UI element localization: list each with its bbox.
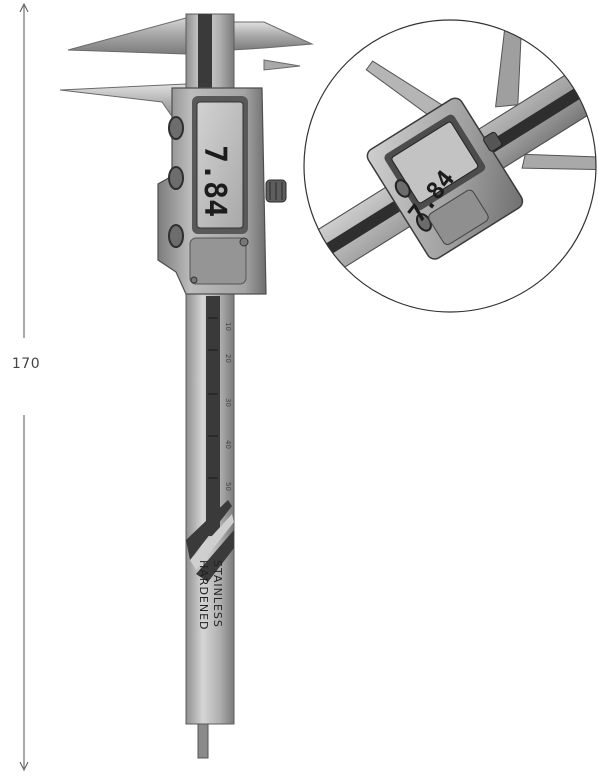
lcd-reading: 7.84 [197, 145, 232, 217]
scale-number: 30 [224, 398, 232, 407]
scale-number: 20 [224, 354, 232, 363]
dimension-label: 170 [11, 356, 41, 372]
scale-number: 10 [224, 322, 232, 331]
brand-text-hardened: HARDENED [197, 560, 210, 631]
scale-number: 40 [224, 440, 232, 449]
scale-ticks [208, 317, 218, 479]
scale-numbers: 10 20 30 40 50 [224, 322, 232, 491]
brand-text-stainless: STAINLESS [211, 560, 224, 628]
caliper-buttons [168, 116, 184, 248]
thumb-wheel [265, 179, 287, 203]
button-on-off [168, 116, 184, 140]
button-zero [168, 224, 184, 248]
button-mm-inch [168, 166, 184, 190]
scale-number: 50 [224, 482, 232, 491]
caliper-slider [157, 87, 267, 295]
